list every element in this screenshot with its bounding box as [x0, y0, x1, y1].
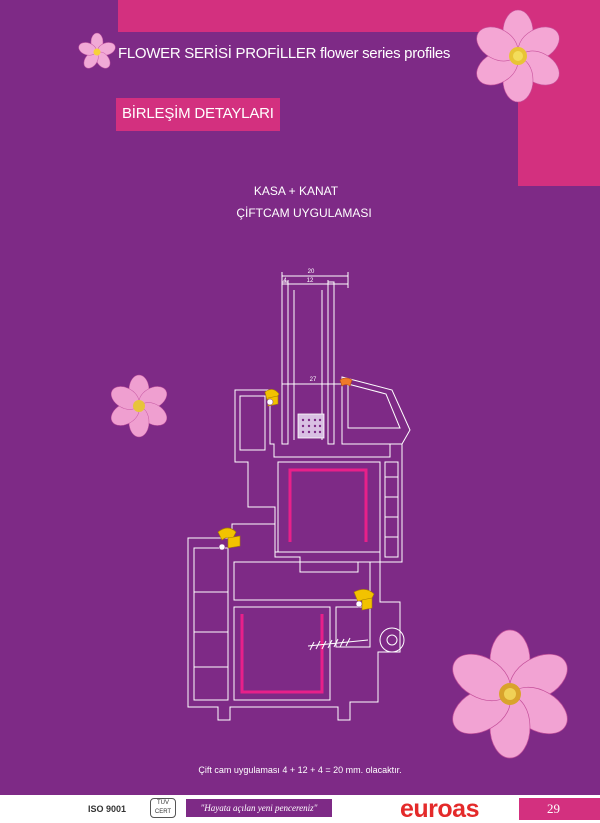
glass-pane-outer [281, 281, 289, 445]
dimension-c: 27 [310, 377, 317, 383]
gasket-bead [339, 377, 353, 387]
flower-icon [476, 9, 560, 103]
page-header-title: FLOWER SERİSİ PROFİLLER flower series pr… [118, 45, 451, 62]
tuv-cert-logo: TÜV CERT [150, 798, 176, 818]
section-title-badge: BİRLEŞİM DETAYLARI [116, 98, 280, 131]
drawing-title-line2: ÇİFTCAM UYGULAMASI [236, 206, 372, 220]
gasket-frame-mid [227, 535, 241, 549]
slogan-banner: "Hayata açılan yeni pencereniz" [186, 799, 332, 817]
glass-pane-inner [327, 281, 335, 445]
steel-reinforcement-frame [240, 614, 324, 694]
dimension-total: 20 [308, 269, 315, 275]
drawing-title-line1: KASA + KANAT [253, 184, 339, 198]
flower-icon [452, 629, 568, 759]
fixing-screw [307, 639, 369, 647]
dimension-a: 4 [283, 278, 287, 284]
brand-logo: euroas [400, 795, 479, 823]
flower-icon [78, 32, 116, 69]
steel-reinforcement-sash [288, 468, 368, 542]
flower-icon [110, 374, 168, 438]
profile-section-drawing: 20 4 12 27 [187, 269, 411, 721]
dimension-b: 12 [307, 278, 314, 284]
glazing-note: Çift cam uygulaması 4 + 12 + 4 = 20 mm. … [198, 765, 402, 775]
iso-certification: ISO 9001 [88, 804, 127, 814]
section-title: BİRLEŞİM DETAYLARI [122, 105, 274, 122]
page-number-box: 29 [519, 798, 600, 820]
gasket-frame-inner-2 [361, 597, 373, 611]
page-number: 29 [547, 801, 560, 816]
page-footer: ISO 9001 TÜV CERT "Hayata açılan yeni pe… [0, 795, 600, 823]
